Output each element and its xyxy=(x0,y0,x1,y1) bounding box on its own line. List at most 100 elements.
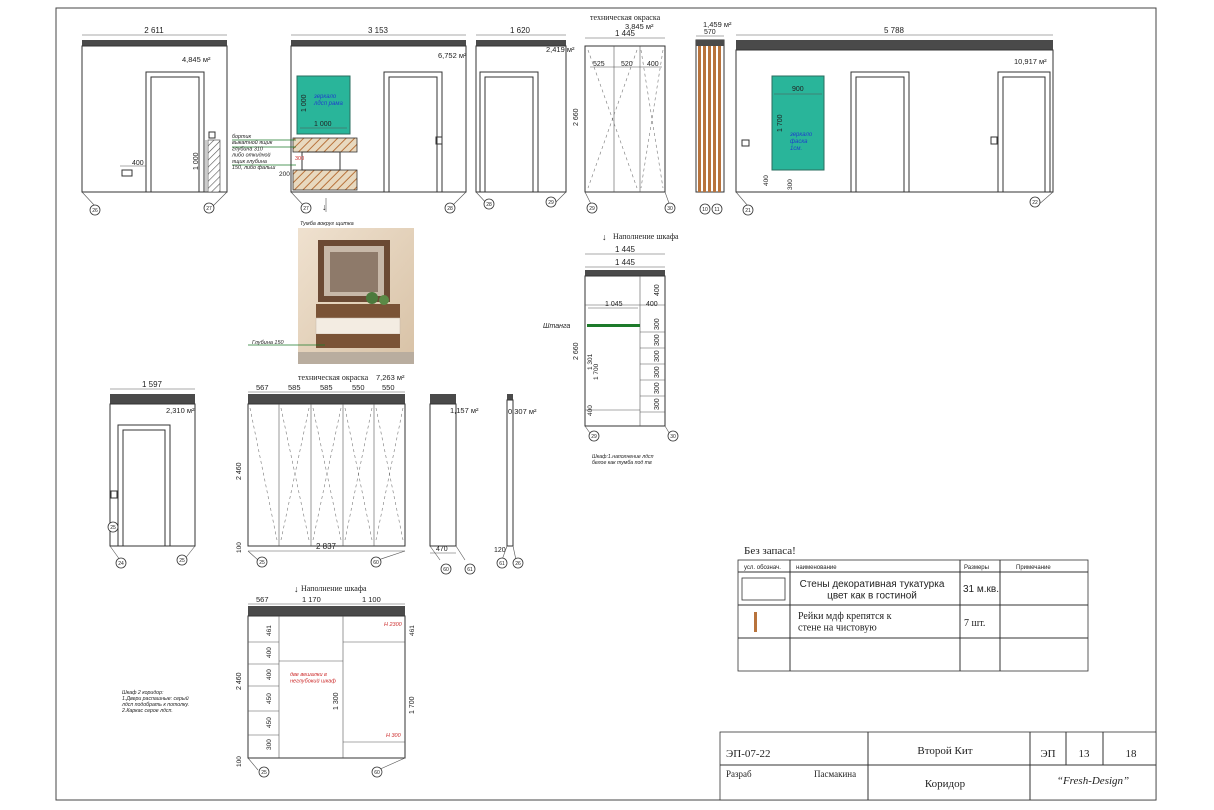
e2-mirror-w: 1 000 xyxy=(314,121,332,128)
elevation-7: 1 597 2,310 м² xyxy=(109,380,196,561)
spec-symbol-slat xyxy=(754,612,757,632)
e1-offset: 400 xyxy=(132,160,144,167)
e10-width: 120 xyxy=(494,547,506,554)
marker-61: 61 xyxy=(467,567,473,573)
wardrobe1-height: 2 660 xyxy=(573,342,580,360)
spec-table: Без запаса! усл. обознач. наименование Р… xyxy=(737,545,1089,672)
wardrobe1-hang2: 1 700 xyxy=(593,363,600,380)
wardrobe2-base: 100 xyxy=(236,756,243,767)
e6-mirror-h: 1 700 xyxy=(777,114,784,132)
e8-col-4: 550 xyxy=(352,383,365,392)
e5-slats xyxy=(698,46,721,192)
wardrobe2-shelf-4: 450 xyxy=(266,693,273,704)
e2-d300: 300 xyxy=(295,156,304,162)
e2-area: 6,752 м² xyxy=(438,51,467,60)
marker-11: 11 xyxy=(714,207,719,213)
marker-60: 60 xyxy=(373,560,379,566)
wardrobe2-right-top: 461 xyxy=(409,625,416,636)
studio-name: “Fresh-Design” xyxy=(1057,775,1129,787)
elevation-4: техническая окраска 3,845 м² 1 445 525 5… xyxy=(573,13,671,207)
arrow-down-1: ↓ xyxy=(322,202,327,212)
wardrobe1-hang: 1 301 xyxy=(587,353,594,370)
wardrobe1-rail-label: Штанга xyxy=(543,323,570,330)
spec-symbol-plaster xyxy=(741,577,786,601)
spec-row1-size: 31 м.кв. xyxy=(963,584,999,595)
e10-area: 0,307 м² xyxy=(508,407,537,416)
elevation-3: 1 620 2,419 м² xyxy=(475,26,575,207)
marker-10: 10 xyxy=(702,207,708,213)
title-block: ЭП-07-22 Второй Кит ЭП 13 18 Разраб Пасм… xyxy=(719,731,1157,801)
wardrobe2-col-1: 567 xyxy=(256,595,269,604)
wardrobe2-shelf-2: 400 xyxy=(266,647,273,658)
e1-area: 4,845 м² xyxy=(182,55,211,64)
wardrobe1-w-right: 400 xyxy=(646,301,658,308)
e2-d200: 200 xyxy=(279,171,290,178)
role-label: Разраб xyxy=(726,769,752,779)
e8-header: техническая окраска xyxy=(298,373,369,382)
wardrobe1-shelf-2: 300 xyxy=(654,334,661,346)
marker-26b: 26 xyxy=(515,561,521,567)
wardrobe1-top: 400 xyxy=(654,284,661,296)
section-markers: 26 27 27 28 28 29 29 30 10 11 21 22 29 3… xyxy=(89,196,1041,778)
e8-col-3: 585 xyxy=(320,383,333,392)
sheet-frame xyxy=(55,7,1157,801)
marker-21: 21 xyxy=(745,208,751,214)
marker-61b: 61 xyxy=(499,561,505,567)
wardrobe2-inner: 1 300 xyxy=(333,692,340,710)
wardrobe2-red-1: Н 2300 xyxy=(384,622,403,628)
e8-col-2: 585 xyxy=(288,383,301,392)
e2-mirror-h: 1 000 xyxy=(301,94,308,112)
e6-d300: 300 xyxy=(787,179,794,190)
arrow-down-2: ↓ xyxy=(602,232,607,242)
wardrobe2-col-2: 1 170 xyxy=(302,595,321,604)
spec-h-name: наименование xyxy=(796,565,837,571)
marker-w2-25: 25 xyxy=(261,770,267,776)
wardrobe1-shelves xyxy=(585,331,665,413)
e4-c3: 400 xyxy=(647,61,659,68)
marker-27b: 27 xyxy=(303,206,309,212)
spec-row2-size: 7 шт. xyxy=(964,618,985,629)
e4-width: 1 445 xyxy=(615,29,636,38)
wardrobe1-bottom: 400 xyxy=(587,405,594,416)
e3-width: 1 620 xyxy=(510,26,531,35)
wardrobe-2-filling: ↓ Наполнение шкафа 567 1 170 1 100 461 4… xyxy=(121,584,416,771)
marker-30: 30 xyxy=(667,206,673,212)
e9-area: 1,157 м² xyxy=(450,406,479,415)
spec-h-symbol: усл. обознач. xyxy=(744,565,781,571)
e4-height: 2 660 xyxy=(573,108,580,126)
elevation-10: 0,307 м² 120 xyxy=(494,394,537,561)
e4-c2: 520 xyxy=(621,61,633,68)
e4-c1: 525 xyxy=(593,61,605,68)
sheet-total: 18 xyxy=(1126,748,1138,760)
marker-22: 22 xyxy=(1032,200,1038,206)
wardrobe2-left-shelves xyxy=(248,641,405,743)
e8-col-1: 567 xyxy=(256,383,269,392)
spec-h-note: Примечание xyxy=(1016,565,1051,571)
arrow-down-3: ↓ xyxy=(294,584,299,594)
wardrobe1-rail xyxy=(587,324,640,327)
marker-w2-60: 60 xyxy=(374,770,380,776)
sheet-stage: ЭП xyxy=(1040,748,1055,760)
e8-col-5: 550 xyxy=(382,383,395,392)
marker-26: 26 xyxy=(92,208,98,214)
spec-heading: Без запаса! xyxy=(744,545,796,557)
author-name: Пасмакина xyxy=(814,769,856,779)
e2-console-top xyxy=(292,137,358,153)
e2-width: 3 153 xyxy=(368,26,389,35)
e2-console-bottom xyxy=(292,169,358,191)
marker-w1-29: 29 xyxy=(591,434,597,440)
wardrobe2-red-3: Н 300 xyxy=(386,733,402,739)
elevation-5: 1,459 м² 570 xyxy=(695,20,732,193)
marker-25: 25 xyxy=(179,558,185,564)
e9-width: 470 xyxy=(436,546,448,553)
wardrobe2-col-3: 1 100 xyxy=(362,595,381,604)
elevation-1: 2 611 4,845 м² 400 1 000 xyxy=(81,26,228,207)
e8-height: 2 460 xyxy=(236,462,243,480)
sheet-number: 13 xyxy=(1079,748,1091,760)
